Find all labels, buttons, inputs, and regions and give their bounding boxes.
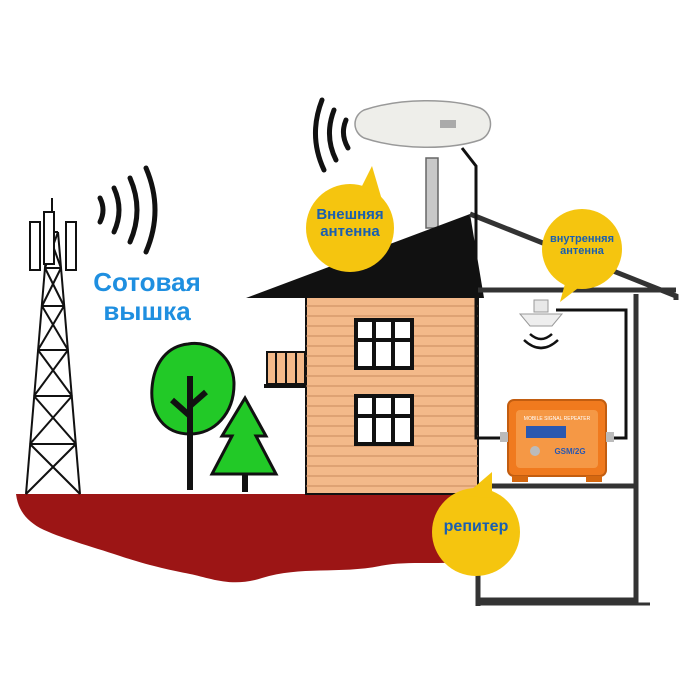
label-cell-tower: Сотовая вышка xyxy=(72,267,222,327)
label-external-antenna-line2: антенна xyxy=(320,222,380,240)
repeater-icon: MOBILE SIGNAL REPEATER GSM/2G xyxy=(500,399,614,482)
callout-repeater xyxy=(432,472,520,576)
signal-waves-icon xyxy=(312,97,351,173)
callout-internal-antenna xyxy=(542,209,622,302)
tree-icon xyxy=(209,395,279,492)
indoor-cable xyxy=(556,308,628,440)
label-repeater-text: репитер xyxy=(443,518,509,535)
label-cell-tower-line2: вышка xyxy=(103,296,191,327)
callout-external-antenna xyxy=(306,166,394,272)
label-external-antenna: Внешняя антенна xyxy=(300,206,400,241)
antenna-mast xyxy=(425,157,439,229)
label-repeater: репитер xyxy=(424,518,528,536)
label-external-antenna-line1: Внешняя xyxy=(316,206,384,223)
tree-icon xyxy=(150,341,236,490)
repeater-brand: MOBILE SIGNAL REPEATER xyxy=(524,416,591,422)
window xyxy=(354,394,414,446)
window xyxy=(354,318,414,370)
signal-waves-icon xyxy=(97,165,158,255)
balcony xyxy=(264,351,308,388)
ground xyxy=(16,494,478,583)
cell-tower-icon xyxy=(25,198,81,495)
label-internal-antenna-line1: внутренняя xyxy=(549,233,614,245)
label-internal-antenna-line2: антенна xyxy=(560,245,604,258)
label-internal-antenna: внутренняя антенна xyxy=(536,233,628,258)
panel-antenna-icon xyxy=(354,99,492,149)
label-cell-tower-line1: Сотовая xyxy=(93,267,201,297)
antenna-cable xyxy=(460,147,506,440)
repeater-model: GSM/2G xyxy=(554,447,585,456)
ceiling-antenna-icon xyxy=(518,299,564,350)
